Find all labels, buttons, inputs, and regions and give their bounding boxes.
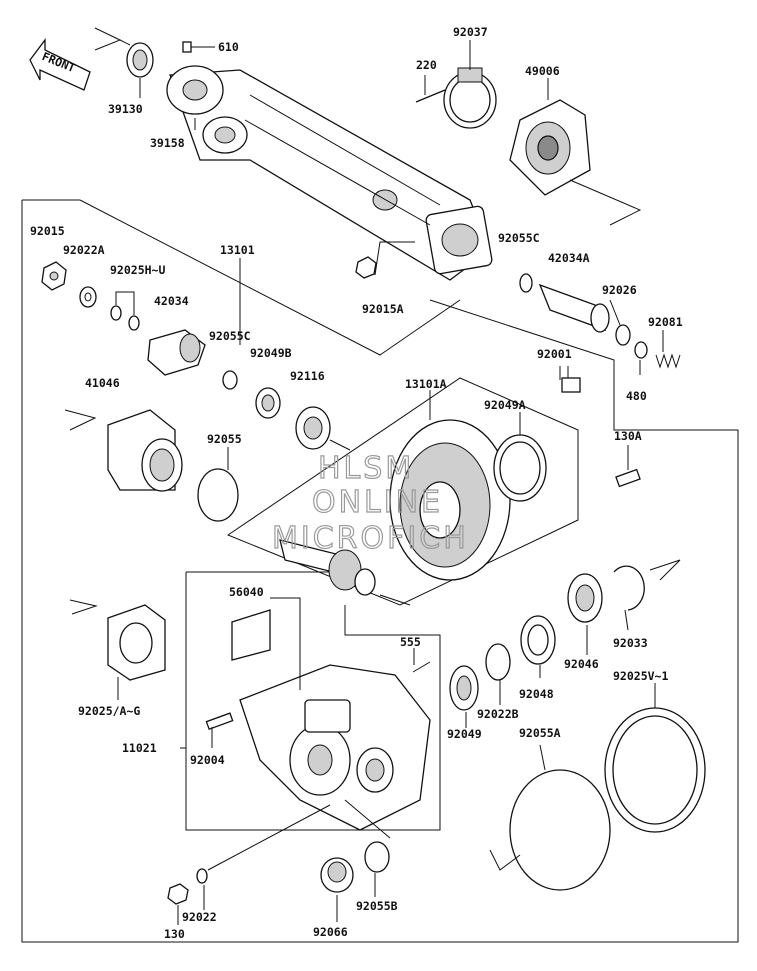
label-92048: 92048 — [519, 687, 554, 701]
label-220: 220 — [416, 58, 437, 72]
part-92025AG-gasket — [107, 604, 166, 681]
part-11021-case — [239, 664, 431, 831]
part-480-clip — [634, 341, 648, 359]
label-92049B: 92049B — [250, 346, 292, 360]
front-arrow: FRONT — [29, 38, 91, 91]
part-13101A-ring-gear — [389, 419, 511, 581]
label-92004: 92004 — [190, 753, 225, 767]
label-92022A: 92022A — [63, 243, 105, 257]
part-92049A-seal — [493, 434, 547, 502]
part-92116-bearing — [295, 406, 331, 450]
part-92026-washer — [615, 324, 631, 346]
part-41046-bearing-housing — [107, 409, 183, 492]
part-92004-stud — [205, 712, 234, 731]
label-92022: 92022 — [182, 910, 217, 924]
part-42034-coupling — [147, 329, 206, 376]
part-92055C-oring — [222, 370, 238, 390]
watermark-line-2: ONLINE — [312, 485, 443, 520]
label-610: 610 — [218, 40, 239, 54]
label-92037: 92037 — [453, 25, 488, 39]
label-92025V1: 92025V~1 — [613, 669, 668, 683]
label-92026: 92026 — [602, 283, 637, 297]
label-39158: 39158 — [150, 136, 185, 150]
leader-lines — [117, 40, 664, 925]
part-220-bolt — [415, 75, 446, 103]
label-130A: 130A — [614, 429, 642, 443]
label-92046: 92046 — [564, 657, 599, 671]
watermark-line-3: MICROFICH — [272, 521, 469, 556]
label-92066: 92066 — [313, 925, 348, 939]
swing-arm-housing — [166, 65, 493, 281]
label-41046: 41046 — [85, 376, 120, 390]
part-92025HU-shims — [110, 291, 140, 331]
part-92049B-seal — [255, 387, 281, 419]
direction-arrows — [64, 27, 681, 871]
part-92015A-nut — [355, 256, 377, 279]
label-92055A: 92055A — [519, 726, 561, 740]
label-92015A: 92015A — [362, 302, 404, 316]
label-11021: 11021 — [122, 741, 157, 755]
watermark-line-1: HLSM — [318, 451, 414, 486]
label-130: 130 — [164, 927, 185, 941]
part-92055B-oring — [364, 841, 390, 873]
part-92033-circlip — [613, 565, 645, 611]
part-92055-oring — [197, 468, 239, 522]
label-13101: 13101 — [220, 243, 255, 257]
part-92046-needle-bearing — [567, 573, 603, 623]
part-pinion-gear — [279, 539, 376, 596]
label-13101A: 13101A — [405, 377, 447, 391]
label-92001: 92001 — [537, 347, 572, 361]
part-92048-spacer — [520, 615, 556, 665]
part-39130 — [126, 42, 154, 78]
label-92055: 92055 — [207, 432, 242, 446]
label-92015: 92015 — [30, 224, 65, 238]
part-92066-plug — [320, 857, 354, 893]
part-92015-nut — [41, 261, 67, 291]
part-92001-bolt — [559, 366, 581, 393]
label-92025AG: 92025/A~G — [78, 704, 140, 718]
label-92116: 92116 — [290, 369, 325, 383]
label-49006: 49006 — [525, 64, 560, 78]
part-92022-washer — [196, 868, 208, 884]
part-130A-bolt — [615, 468, 641, 488]
part-92025V1-gasket — [604, 707, 706, 833]
part-92037-clamp — [443, 67, 497, 129]
part-42034A-sleeve — [538, 283, 610, 333]
part-49006-boot — [509, 99, 591, 196]
part-610 — [182, 41, 215, 53]
label-480: 480 — [626, 389, 647, 403]
label-56040: 56040 — [229, 585, 264, 599]
label-92055C-top: 92055C — [498, 231, 540, 245]
part-130-bolt — [167, 883, 189, 905]
part-92049-seal — [449, 665, 479, 711]
label-92081: 92081 — [648, 315, 683, 329]
watermark: HLSM ONLINE MICROFICH — [271, 450, 469, 556]
label-42034A: 42034A — [548, 251, 590, 265]
part-92022A-washer — [79, 286, 97, 308]
part-92081-spring — [655, 353, 681, 369]
label-92055C: 92055C — [209, 329, 251, 343]
label-92025HU: 92025H~U — [110, 263, 165, 277]
part-92055C-top-oring — [519, 273, 533, 293]
label-92049A: 92049A — [484, 398, 526, 412]
part-92055A-oring — [509, 769, 611, 891]
label-92033: 92033 — [613, 636, 648, 650]
part-555-pin — [412, 661, 431, 673]
group-frames — [21, 199, 739, 943]
label-39130: 39130 — [108, 102, 143, 116]
label-42034: 42034 — [154, 294, 189, 308]
label-92055B: 92055B — [356, 899, 398, 913]
part-92022B-washer — [485, 643, 511, 681]
part-labels: 610 92037 220 49006 39130 39158 92015 92… — [30, 25, 683, 941]
label-92049: 92049 — [447, 727, 482, 741]
label-555: 555 — [400, 635, 421, 649]
part-56040-label — [231, 609, 271, 661]
label-92022B: 92022B — [477, 707, 519, 721]
